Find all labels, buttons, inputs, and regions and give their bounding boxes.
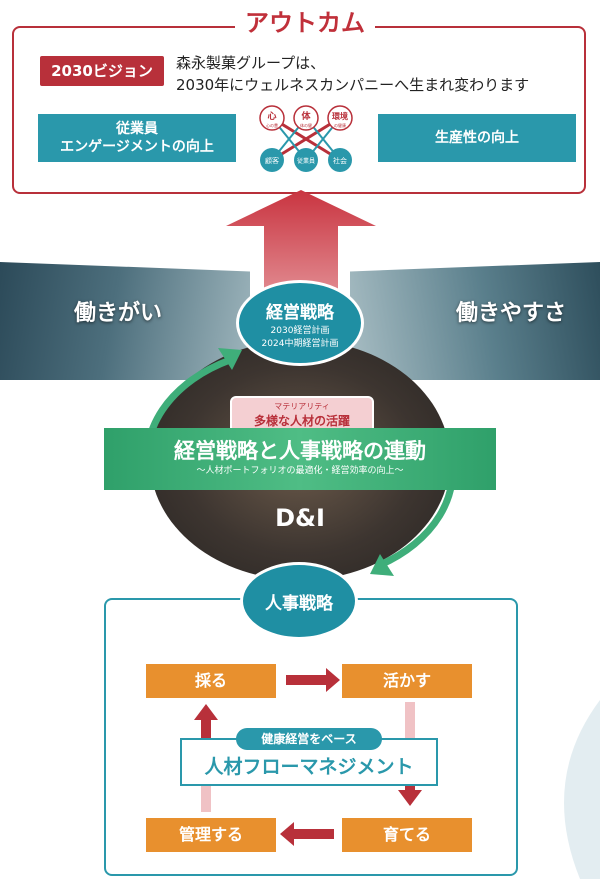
dei-label: D&I <box>275 504 325 532</box>
engagement-line-2: エンゲージメントの向上 <box>60 139 214 155</box>
vision-line-1: 森永製菓グループは、 <box>176 54 326 72</box>
linkage-banner: 経営戦略と人事戦略の連動 〜人材ポートフォリオの最適化・経営効率の向上〜 <box>104 428 496 490</box>
decorative-wave <box>564 700 600 879</box>
node-society: 社会 <box>328 148 352 172</box>
engagement-line-1: 従業員 <box>115 121 158 137</box>
linkage-title: 経営戦略と人事戦略の連動 <box>174 439 426 463</box>
svg-text:体: 体 <box>301 110 311 122</box>
svg-text:心: 心 <box>267 111 276 122</box>
plan-2024: 2024中期経営計画 <box>261 338 339 349</box>
node-employee: 従業員 <box>294 148 318 172</box>
vision-text: 森永製菓グループは、 2030年にウェルネスカンパニーへ生まれ変わります <box>176 52 586 96</box>
photo-right <box>350 262 600 380</box>
svg-text:従業員: 従業員 <box>297 157 315 165</box>
flow-utilize: 活かす <box>342 664 472 698</box>
linkage-subtitle: 〜人材ポートフォリオの最適化・経営効率の向上〜 <box>196 466 404 476</box>
management-strategy-circle: 経営戦略 2030経営計画 2024中期経営計画 <box>236 280 364 366</box>
productivity-label: 生産性の向上 <box>435 130 519 146</box>
svg-text:社会: 社会 <box>333 156 347 165</box>
flow-hire: 採る <box>146 664 276 698</box>
label-hatarakiyasusa: 働きやすさ <box>456 301 567 326</box>
flow-manage: 管理する <box>146 818 276 852</box>
talent-flow-label: 人材フローマネジメント <box>204 756 414 778</box>
vision-line-2: 2030年にウェルネスカンパニーへ生まれ変わります <box>176 76 530 94</box>
management-strategy-label: 経営戦略 <box>266 302 334 323</box>
label-hatarakigai: 働きがい <box>74 301 163 326</box>
svg-text:体の健: 体の健 <box>300 122 312 128</box>
photo-left <box>0 262 250 380</box>
upward-arrow <box>226 190 376 320</box>
svg-text:の健康: の健康 <box>334 122 346 128</box>
materiality-small: マテリアリティ <box>274 402 330 411</box>
health-base-pill: 健康経営をベース <box>236 728 382 750</box>
vision-badge: 2030ビジョン <box>40 56 164 86</box>
svg-text:顧客: 顧客 <box>265 156 279 165</box>
hr-strategy-label: 人事戦略 <box>265 593 333 614</box>
svg-text:心の豊: 心の豊 <box>266 122 278 128</box>
materiality-label: 多様な人材の活躍 <box>253 414 350 428</box>
hr-strategy-circle: 人事戦略 <box>240 562 358 640</box>
engagement-box: 従業員 エンゲージメントの向上 <box>38 114 236 162</box>
node-customer: 顧客 <box>260 148 284 172</box>
flow-develop: 育てる <box>342 818 472 852</box>
svg-text:環境: 環境 <box>332 111 348 121</box>
outcome-title: アウトカム <box>235 6 375 40</box>
productivity-box: 生産性の向上 <box>378 114 576 162</box>
plan-2030: 2030経営計画 <box>270 325 330 336</box>
